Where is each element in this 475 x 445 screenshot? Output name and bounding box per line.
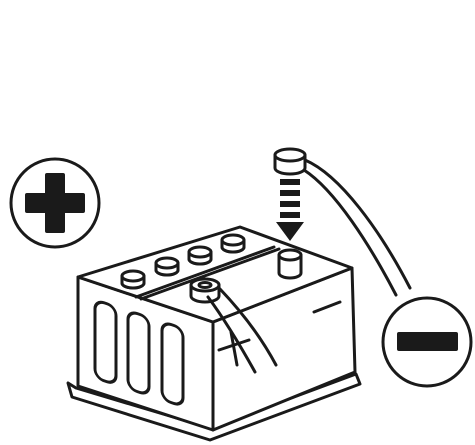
negative-cable-clamp [275, 149, 305, 174]
cell-cap [122, 271, 144, 288]
positive-symbol [11, 159, 99, 247]
cell-cap [156, 258, 178, 275]
battery [68, 227, 360, 440]
negative-terminal-post [279, 250, 301, 278]
cell-cap [189, 247, 211, 264]
positive-cable-clamp [191, 279, 219, 302]
cell-cap [222, 235, 244, 252]
negative-symbol [383, 298, 471, 386]
down-arrow-icon [276, 179, 304, 241]
